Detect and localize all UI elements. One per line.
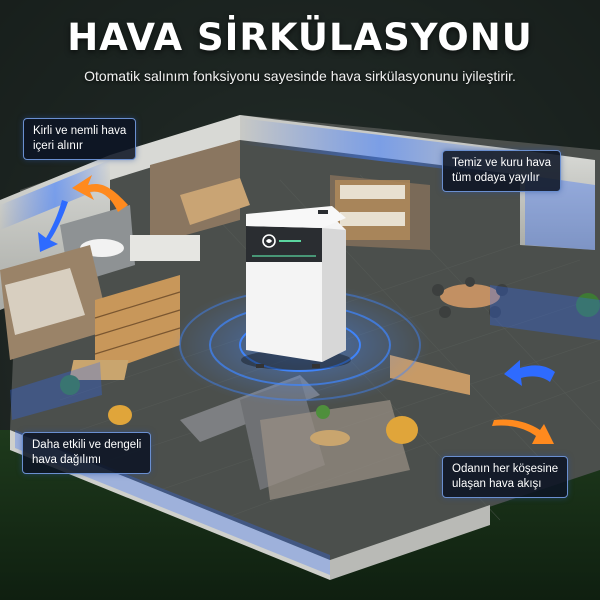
callout-intake: Kirli ve nemli hava içeri alınır	[23, 118, 137, 160]
callout-outflow: Temiz ve kuru hava tüm odaya yayılır	[442, 150, 562, 192]
bunk-mattress-top	[340, 185, 405, 199]
callout-intake-line1: Kirli ve nemli hava	[33, 125, 127, 137]
device-logo-icon	[262, 234, 301, 248]
blue-outflow-arrow-icon	[504, 360, 555, 386]
callout-coverage: Odanın her köşesine ulaşan hava akışı	[442, 456, 569, 498]
plant-table	[316, 405, 330, 419]
desk	[69, 360, 129, 380]
coffee-table	[310, 430, 350, 446]
callout-distribution-line2: hava dağılımı	[32, 454, 102, 466]
orange-outflow-arrow-icon	[492, 419, 554, 444]
dining-chairs	[432, 277, 508, 318]
living-rug	[260, 400, 410, 500]
bookshelf	[95, 275, 180, 375]
dining-table	[440, 284, 500, 308]
callout-distribution-line1: Daha etkili ve dengeli	[32, 439, 142, 451]
armchair-yellow	[386, 416, 418, 444]
callout-outflow-line1: Temiz ve kuru hava	[452, 157, 552, 169]
airflow-band-right	[525, 175, 595, 250]
back-wall-left	[110, 115, 240, 180]
airflow-band-left	[0, 160, 110, 230]
bunk-mattress-bottom	[340, 212, 405, 226]
bedroom-bed	[180, 178, 250, 225]
callout-outflow-line2: tüm odaya yayılır	[452, 172, 540, 184]
page-subtitle: Otomatik salınım fonksiyonu sayesinde ha…	[84, 68, 516, 84]
plant-left	[60, 375, 80, 395]
blue-intake-arrow-icon	[38, 200, 68, 252]
bathroom-counter	[130, 235, 200, 261]
front-wall-right	[330, 505, 490, 580]
device-display	[318, 210, 328, 214]
callout-intake-line2: içeri alınır	[33, 140, 83, 152]
airflow-band-right-low	[490, 285, 600, 340]
callout-distribution: Daha etkili ve dengeli hava dağılımı	[22, 432, 152, 474]
callout-coverage-line2: ulaşan hava akışı	[452, 478, 542, 490]
left-bed	[5, 268, 85, 335]
orange-intake-arrow-icon	[72, 175, 128, 212]
bookshelf-shelves	[94, 291, 181, 355]
page-title: HAVA SİRKÜLASYONU	[67, 16, 533, 59]
airflow-band-left-low	[10, 362, 102, 420]
callout-coverage-line1: Odanın her köşesine	[452, 463, 559, 475]
device-wheel-right	[312, 364, 320, 368]
device-side	[322, 228, 346, 362]
plant-right	[576, 293, 600, 317]
armchair-left	[108, 405, 132, 425]
device-top-panel	[246, 226, 322, 262]
device-wheel-left	[256, 364, 264, 368]
